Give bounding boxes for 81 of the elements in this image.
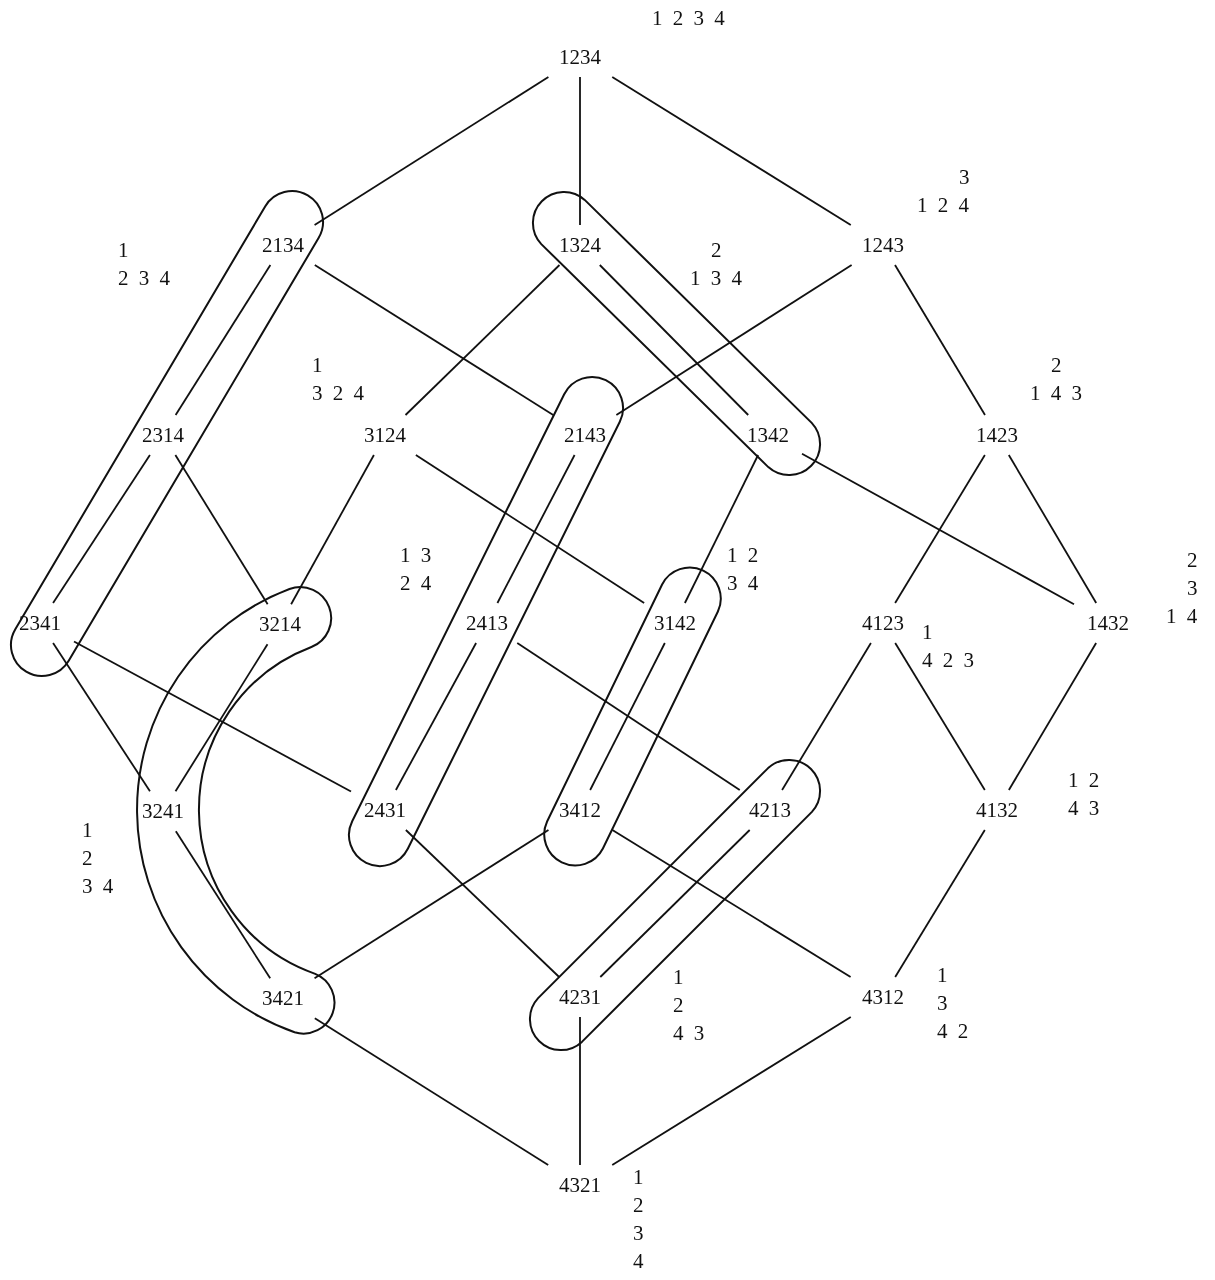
edge-line (611, 76, 852, 226)
edge-line (1007, 642, 1098, 791)
tableau-label: 1 2 3 4 (727, 542, 759, 597)
permutation-label: 3214 (258, 612, 302, 637)
edge-line (395, 642, 477, 791)
edge-line (801, 452, 1075, 606)
capsule-band (9, 189, 325, 678)
permutation-label: 3412 (558, 798, 602, 822)
edge-line (73, 640, 352, 793)
edge-line (894, 264, 986, 416)
edge-line (313, 264, 555, 416)
edge-line (894, 829, 986, 978)
edge-line (174, 454, 269, 606)
permutation-label: 2134 (261, 233, 305, 257)
tableau-label: 1 2 3 4 (118, 237, 170, 292)
edge-line (611, 829, 852, 978)
permutation-label: 3241 (141, 799, 185, 824)
edge-line (52, 642, 151, 793)
permutation-label: 1423 (975, 423, 1019, 447)
capsule-band (135, 585, 338, 1037)
tableau-label: 1 3 2 4 (400, 542, 432, 597)
edge-line (313, 1017, 550, 1166)
edge-line (599, 829, 751, 978)
tableau-label: 1 4 2 3 (922, 619, 974, 674)
edge-line (894, 454, 986, 604)
tableau-label: 1 2 3 4 (82, 817, 114, 900)
edge-line (1007, 454, 1098, 604)
permutation-label: 3124 (363, 423, 407, 447)
edge-line (52, 454, 151, 604)
permutation-label: 1324 (558, 233, 602, 257)
edge-line (290, 454, 375, 606)
edge-line (684, 454, 759, 604)
permutation-label: 2431 (363, 798, 407, 822)
edge-line (404, 264, 561, 416)
permutation-label: 1342 (746, 423, 790, 447)
permutation-label: 3421 (261, 986, 305, 1011)
permutation-label: 4312 (861, 985, 905, 1009)
tableau-label: 1 3 4 2 (937, 962, 969, 1045)
edge-line (579, 1016, 581, 1166)
edge-line (598, 264, 750, 416)
tableau-label: 2 1 4 3 (1030, 352, 1082, 407)
tableau-label: 3 1 2 4 (917, 164, 970, 219)
permutation-label: 2143 (563, 423, 607, 447)
capsule-band (542, 565, 723, 868)
edge-line (781, 642, 872, 791)
edge-line (589, 642, 666, 791)
permutation-label: 2341 (18, 611, 62, 635)
edge-line (611, 1016, 852, 1166)
permutation-label: 3142 (653, 611, 697, 635)
tableau-label: 1 2 4 3 (673, 964, 705, 1047)
edge-line (174, 264, 272, 416)
permutation-label: 1234 (558, 45, 602, 69)
edge-line (313, 76, 550, 226)
edge-line (516, 642, 741, 791)
capsule-band (527, 757, 823, 1053)
tableau-label: 1 3 2 4 (312, 352, 364, 407)
edge-line (404, 829, 561, 978)
permutation-label: 2314 (141, 423, 185, 447)
permutation-label: 1432 (1086, 611, 1130, 635)
capsule-band (530, 189, 823, 478)
permutation-label: 4231 (558, 985, 602, 1009)
edge-line (414, 454, 646, 604)
permutation-label: 4132 (975, 798, 1019, 822)
tableau-label: 1 2 3 4 (652, 5, 725, 32)
tableau-label: 1 2 4 3 (1068, 767, 1100, 822)
edge-line (615, 264, 853, 416)
edge-line (174, 830, 272, 980)
permutation-label: 4123 (861, 611, 905, 635)
tableau-label: 1 2 3 4 (633, 1164, 644, 1275)
permutation-label: 4321 (558, 1173, 602, 1197)
permutation-label: 4213 (748, 798, 792, 822)
capsule-band (347, 375, 625, 868)
edge-line (894, 642, 986, 791)
edge-line (579, 76, 581, 226)
permutation-label: 2413 (465, 611, 509, 635)
tableau-label: 2 1 3 4 (690, 237, 742, 292)
permutation-label: 1243 (861, 233, 905, 257)
edge-line (496, 454, 576, 604)
edge-line (313, 829, 550, 980)
tableau-label: 2 3 1 4 (1166, 547, 1198, 630)
edge-line (174, 643, 269, 793)
